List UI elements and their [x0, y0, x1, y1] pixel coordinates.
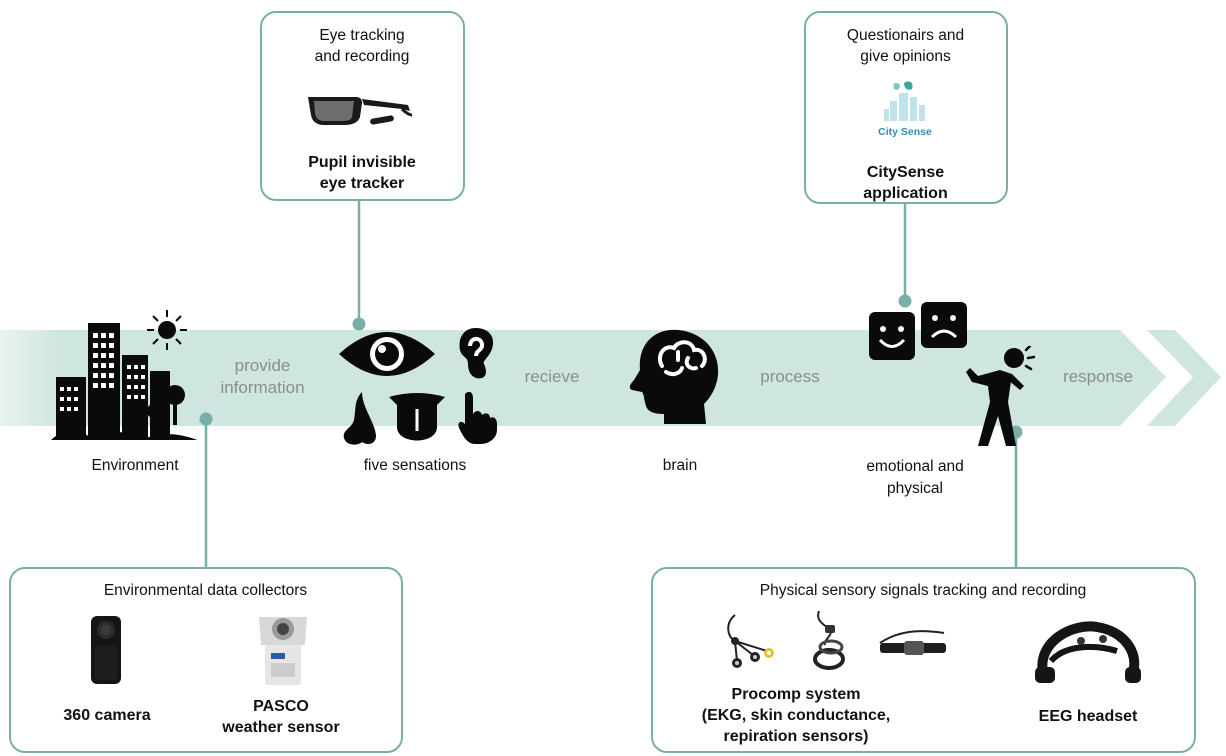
citysense-box-device: CitySense application: [863, 164, 948, 202]
flow-label-provide: provide information: [220, 356, 305, 397]
eye-box-device: Pupil invisible eye tracker: [308, 154, 416, 192]
citysense-logo-text: City Sense: [878, 126, 932, 138]
respiration-sensor-icon: [879, 630, 946, 655]
camera-360-icon: [91, 616, 121, 684]
citysense-box-title: Questionairs and give opinions: [846, 27, 965, 65]
flow-label-recieve: recieve: [524, 367, 580, 386]
node-brain: brain: [662, 457, 698, 474]
ear-icon: [459, 328, 494, 379]
city-icon: [51, 323, 198, 440]
ekg-sensor-icon: [727, 614, 774, 668]
eye-tracking-box: Eye tracking and recording Pupil invisib…: [260, 11, 465, 201]
phys-device-eeg: EEG headset: [1038, 708, 1138, 725]
citysense-box: Questionairs and give opinions City Sens…: [804, 11, 1008, 204]
citysense-logo: City Sense: [878, 81, 932, 138]
sad-face-icon: [921, 302, 967, 348]
physical-sensory-box: Physical sensory signals tracking and re…: [651, 567, 1196, 753]
environmental-collectors-box: Environmental data collectors 360 camera…: [9, 567, 403, 753]
node-environment: Environment: [91, 457, 179, 474]
eeg-headset-icon: [1035, 621, 1141, 683]
node-five-sensations: five sensations: [363, 457, 467, 474]
stressed-person-icon: [966, 346, 1036, 446]
phys-device-procomp: Procomp system (EKG, skin conductance, r…: [701, 686, 891, 745]
flow-label-response: response: [1063, 367, 1133, 386]
eye-box-title: Eye tracking and recording: [314, 27, 410, 65]
env-device-360-camera: 360 camera: [63, 707, 151, 724]
phys-box-title: Physical sensory signals tracking and re…: [759, 582, 1087, 599]
env-box-title: Environmental data collectors: [103, 582, 308, 599]
hand-icon: [458, 391, 497, 444]
flow-label-process: process: [760, 367, 820, 386]
eye-icon: [339, 332, 435, 376]
node-emotional-physical: emotional and physical: [866, 458, 964, 497]
eye-tracker-glasses-icon: [308, 97, 413, 125]
brain-head-icon: [629, 329, 719, 424]
pasco-weather-sensor-icon: [259, 617, 307, 685]
skin-conductance-sensor-icon: [813, 610, 845, 670]
tongue-icon: [389, 393, 445, 441]
happy-face-icon: [869, 312, 915, 360]
sun-icon: [147, 310, 187, 350]
nose-icon: [343, 392, 376, 445]
env-device-pasco: PASCO weather sensor: [222, 698, 340, 736]
